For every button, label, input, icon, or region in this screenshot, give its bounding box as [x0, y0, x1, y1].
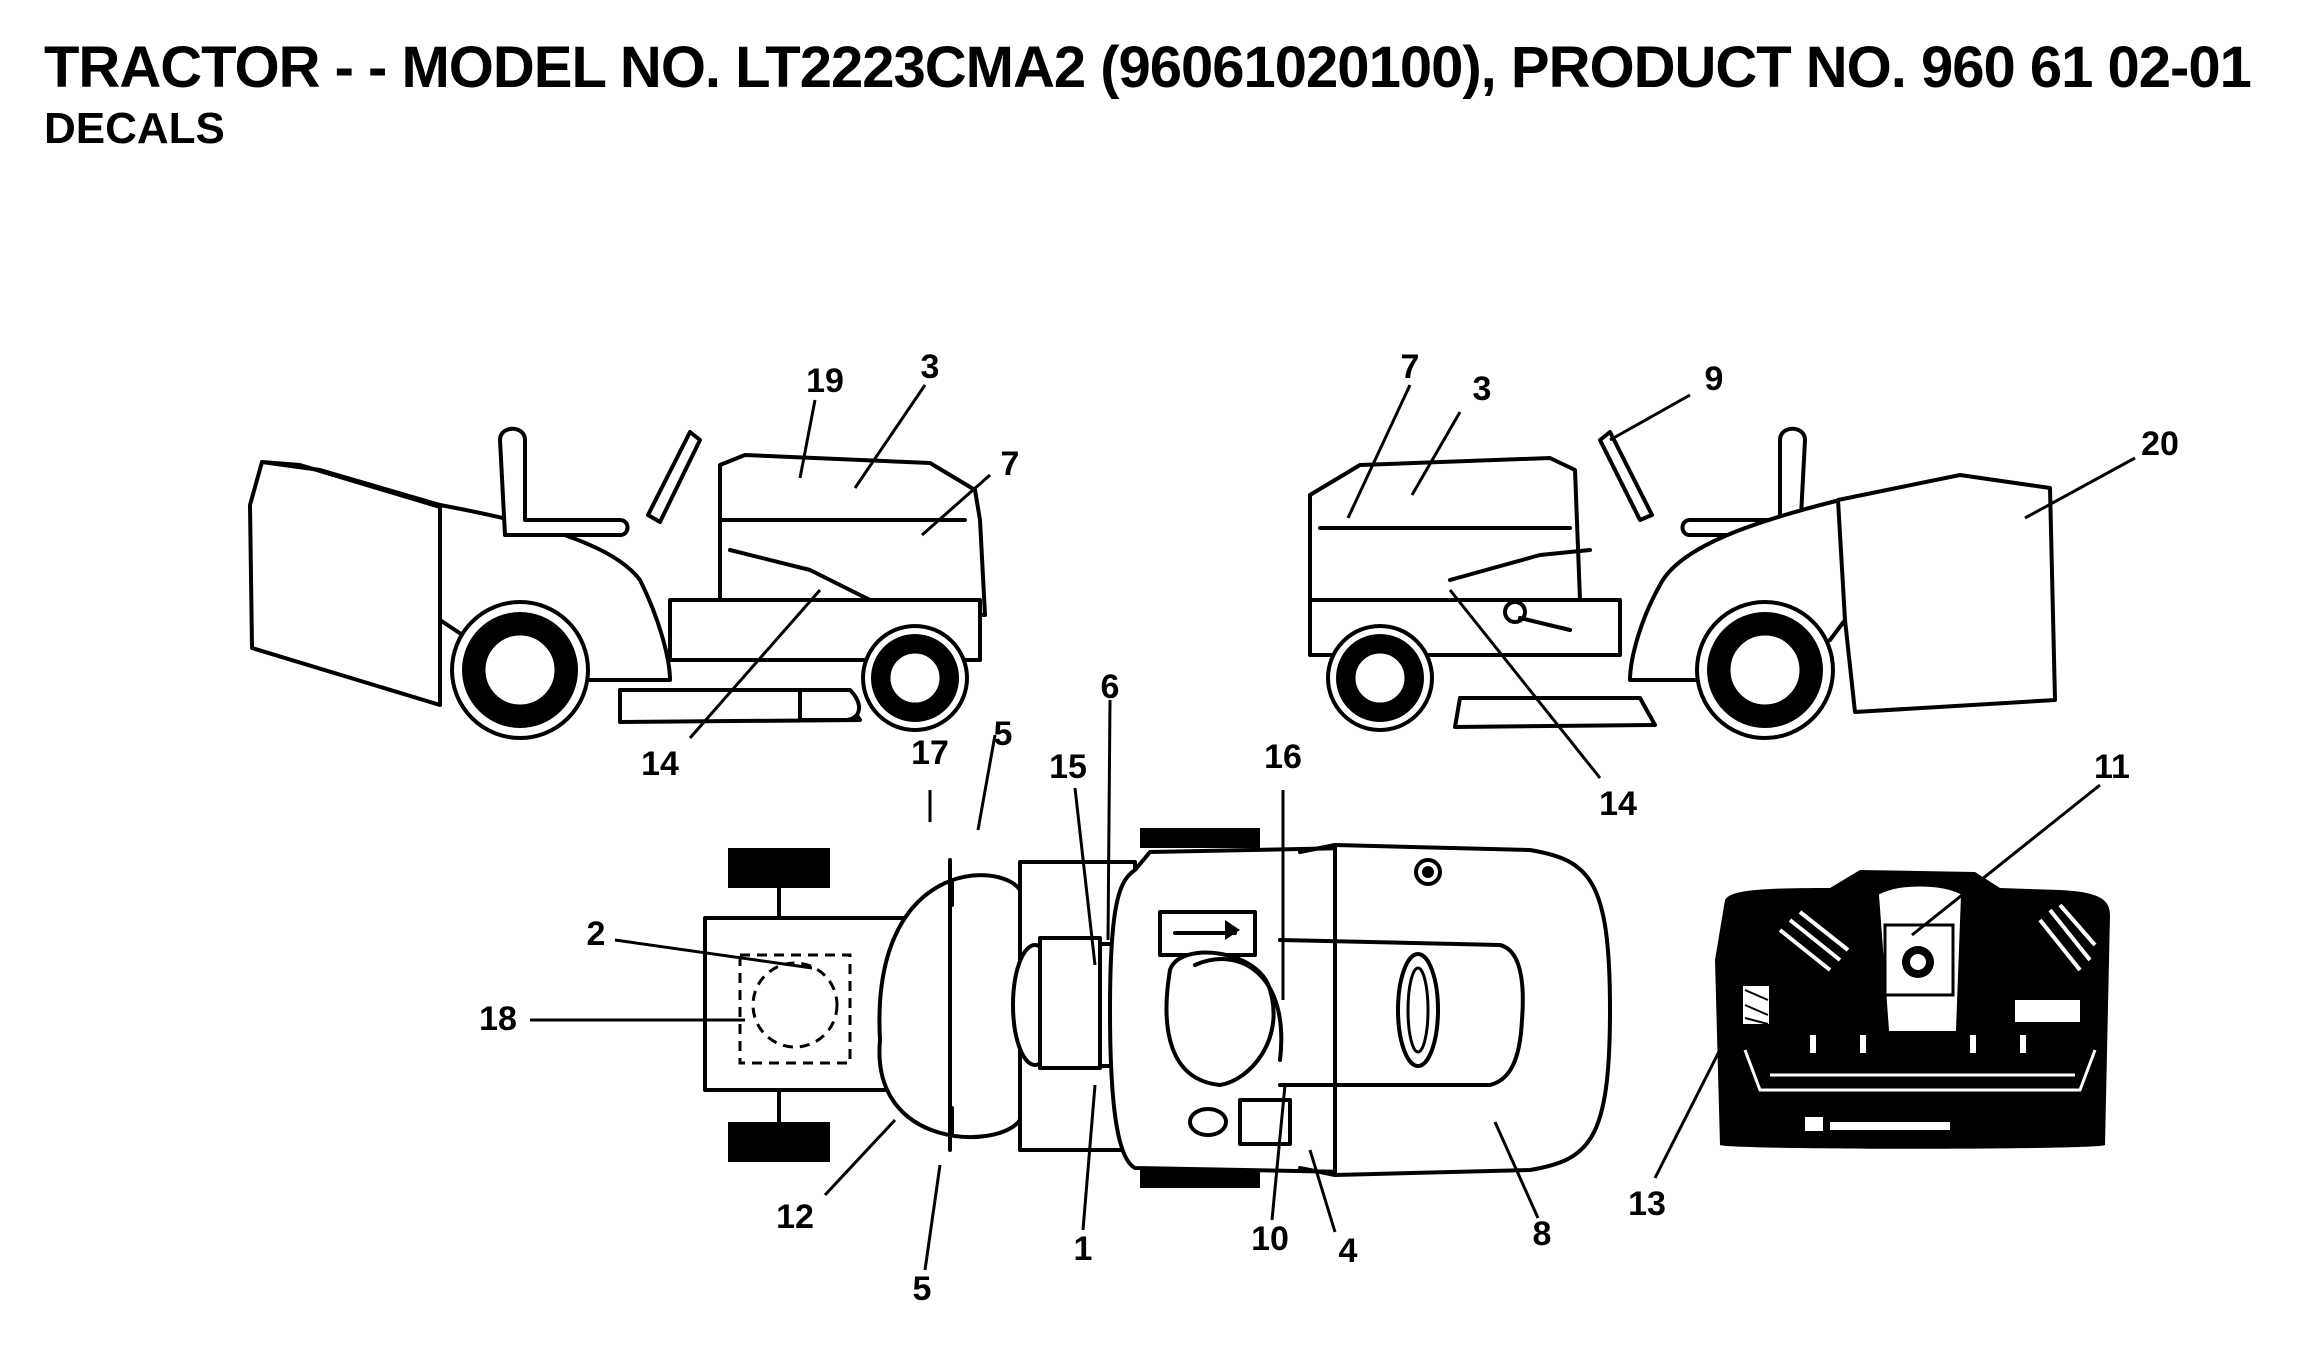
callout-3-right: 3 [1473, 370, 1492, 408]
callout-6: 6 [1101, 668, 1120, 706]
page-title: TRACTOR - - MODEL NO. LT2223CMA2 (960610… [44, 35, 2252, 100]
top-view-hood [1333, 843, 1612, 1177]
right-view-hood [1308, 456, 1582, 614]
callout-12: 12 [776, 1198, 814, 1236]
page-subtitle: DECALS [44, 104, 225, 153]
callout-14-left: 14 [641, 745, 679, 783]
callout-14-right: 14 [1599, 785, 1637, 823]
left-view-steering-wheel [646, 430, 702, 524]
left-view-seat [498, 426, 630, 537]
callout-15: 15 [1049, 748, 1087, 786]
callout-11: 11 [2094, 748, 2130, 786]
top-view-rear-tire-top [728, 848, 830, 888]
callout-18: 18 [479, 1000, 517, 1038]
callout-3-left: 3 [921, 348, 940, 386]
callout-1: 1 [1074, 1230, 1093, 1268]
callout-13: 13 [1628, 1185, 1666, 1223]
top-view-seat [1164, 950, 1276, 1087]
callout-16: 16 [1264, 738, 1302, 776]
tractor-left-side-view [248, 426, 987, 740]
callout-2: 2 [587, 915, 606, 953]
dash-panel-view [1715, 870, 2110, 1149]
callout-7-left: 7 [1001, 445, 1020, 483]
callout-4: 4 [1339, 1232, 1358, 1270]
top-view-rear-tire-bottom [728, 1122, 830, 1162]
callout-numbers: 19 3 7 14 7 3 9 20 14 6 17 5 15 16 2 18 … [479, 348, 2179, 1308]
callout-10: 10 [1251, 1220, 1289, 1258]
top-view-front-tire-bottom [1140, 1168, 1260, 1188]
callout-17: 17 [911, 734, 949, 772]
callout-5-top: 5 [994, 715, 1013, 753]
right-view-steering-wheel [1598, 430, 1654, 522]
leader-lines [530, 384, 2136, 1271]
callout-7-right: 7 [1401, 348, 1420, 386]
right-view-mower-deck [1453, 696, 1657, 729]
tractor-top-view [703, 828, 1612, 1188]
right-view-grass-bag [1836, 473, 2057, 714]
top-view-front-tire-top [1140, 828, 1260, 848]
callout-20: 20 [2141, 425, 2179, 463]
callout-9: 9 [1705, 360, 1724, 398]
callout-8: 8 [1533, 1215, 1552, 1253]
tractor-right-side-view [1308, 426, 2057, 740]
callout-19: 19 [806, 362, 844, 400]
callout-5-bottom: 5 [913, 1270, 932, 1308]
